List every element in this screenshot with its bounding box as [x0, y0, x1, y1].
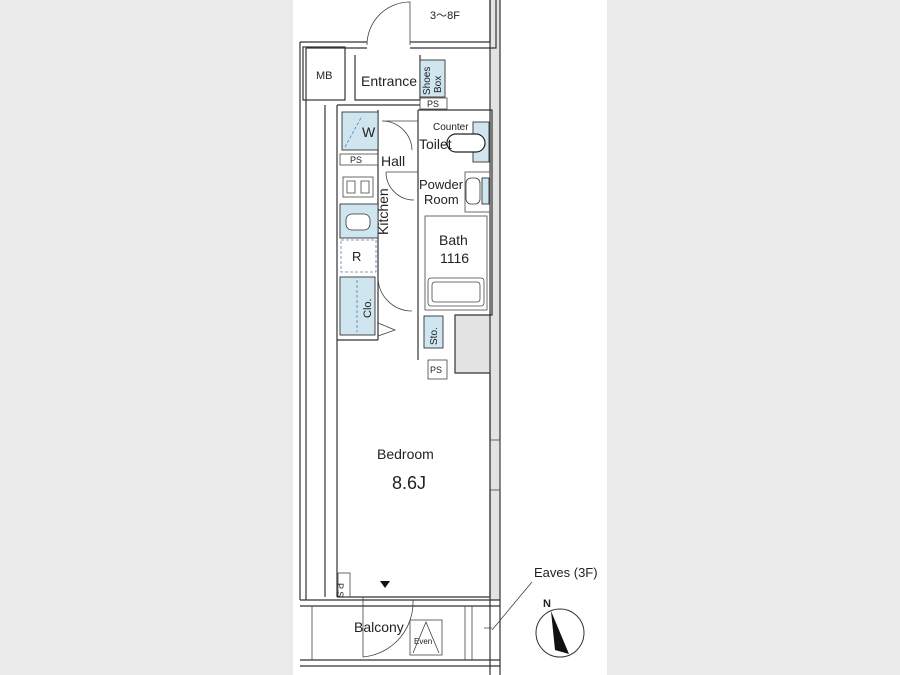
ps-label-top: PS — [427, 99, 439, 109]
ps-box-bed — [427, 359, 448, 380]
toilet-door — [381, 120, 418, 151]
eaves-label: Eaves (3F) — [534, 565, 598, 580]
bedroom-size-label: 8.6J — [392, 473, 426, 493]
storage-label: Sto. — [429, 327, 440, 345]
washer-space — [341, 111, 379, 151]
bedroom-label: Bedroom — [377, 446, 434, 462]
bath-label: Bath — [439, 232, 468, 248]
entrance-door — [366, 1, 411, 46]
ps-box-top — [419, 97, 448, 110]
balcony-label: Balcony — [354, 619, 404, 635]
hall-door — [385, 171, 418, 201]
eaves-leader — [484, 581, 533, 631]
toilet-label: Toilet — [419, 136, 452, 152]
ps-vertical-label: P S — [335, 583, 345, 597]
shoes-box-label-2: Box — [433, 76, 444, 93]
vanity — [464, 171, 491, 213]
ps-label-w: PS — [350, 155, 362, 165]
window — [489, 439, 501, 491]
closet-label: Clo. — [362, 298, 374, 318]
closet — [339, 276, 376, 336]
powder-room-label-2: Room — [424, 192, 459, 207]
shoes-box-label-1: Shoes — [422, 67, 433, 95]
storage — [423, 315, 444, 349]
shade-area — [455, 315, 490, 373]
ps-label-bed: PS — [430, 365, 442, 375]
shoes-box — [419, 59, 446, 98]
even-label: Even — [414, 637, 432, 646]
fridge-label: R — [352, 249, 361, 264]
entry-marker-icon — [380, 581, 390, 588]
washer-label: W — [362, 124, 376, 140]
stove-icon — [342, 176, 374, 198]
ps-box-bottom — [337, 572, 351, 598]
toilet-bowl — [446, 133, 486, 153]
evacuation-hatch — [409, 619, 443, 656]
fridge-space — [340, 239, 377, 273]
counter-label: Counter — [433, 122, 469, 133]
balcony-door — [362, 597, 414, 658]
compass-north-label: N — [543, 598, 551, 610]
bathtub — [427, 277, 485, 307]
bath-size-label: 1116 — [440, 250, 469, 266]
mb-label: MB — [316, 70, 333, 82]
floor-range-label: 3〜8F — [430, 10, 460, 22]
entrance-label: Entrance — [361, 73, 417, 89]
shade-strip — [490, 0, 500, 600]
ps-box-w — [339, 153, 379, 166]
mb-box — [302, 46, 346, 101]
hall-label: Hall — [381, 153, 405, 169]
bathroom — [424, 215, 488, 311]
kitchen-label: Kitchen — [375, 188, 391, 235]
powder-room-label-1: Powder — [419, 177, 464, 192]
north-compass-icon: N — [535, 598, 585, 658]
bedroom-door — [377, 276, 413, 312]
